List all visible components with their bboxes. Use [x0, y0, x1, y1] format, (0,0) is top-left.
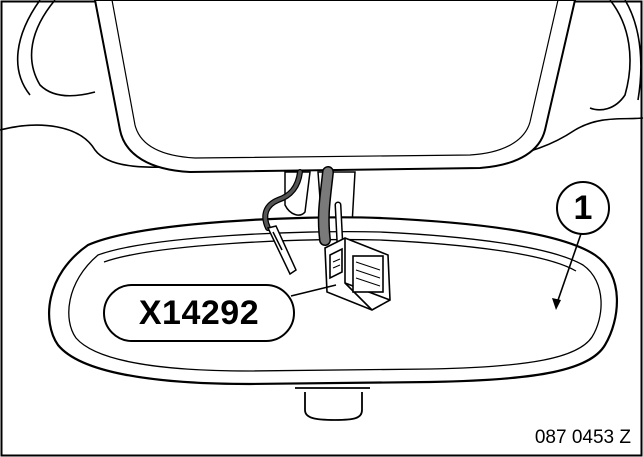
loose-terminal: [266, 225, 297, 276]
leader-arrow: [552, 298, 561, 310]
mirror-boss: [295, 387, 370, 421]
item-callout-circle: [556, 181, 610, 235]
connector-plug: [324, 237, 391, 311]
cable-harness: [262, 166, 344, 249]
leader-lines: [290, 227, 584, 307]
item-number: 1: [573, 188, 593, 227]
connector-label: X14292: [138, 293, 260, 332]
mirror-mount-inner: [111, 0, 559, 159]
reference-code: 087 0453 Z: [534, 427, 631, 448]
mirror-mount: [93, 0, 577, 174]
connector-callout-box: [103, 284, 295, 342]
mirror-glass: [68, 230, 602, 372]
